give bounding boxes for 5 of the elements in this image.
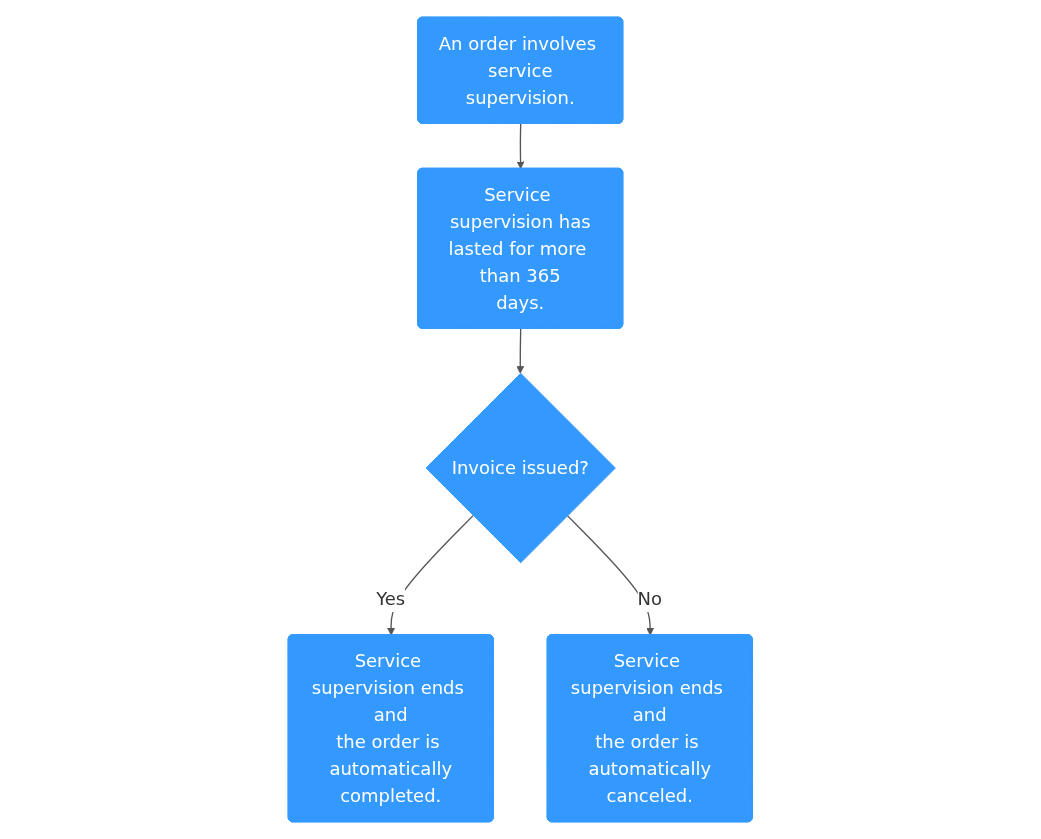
arrow (516, 328, 525, 374)
edge-label: Yes (376, 587, 406, 610)
node-diamond: Invoice issued? (425, 372, 617, 564)
arrow (516, 123, 525, 170)
edge-label: No (637, 587, 663, 610)
